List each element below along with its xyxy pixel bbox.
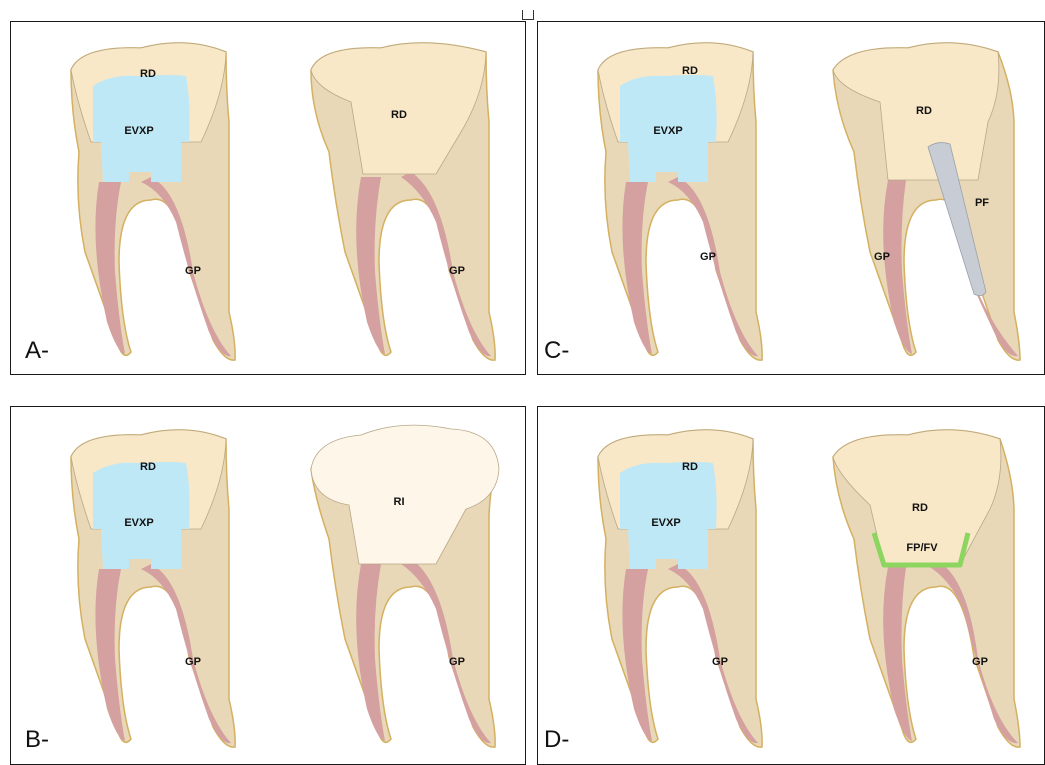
label-rd: RD: [916, 105, 932, 117]
label-rd: RD: [912, 502, 928, 514]
label-gp: GP: [874, 251, 890, 263]
evxp-fill: [620, 462, 717, 569]
tooth-left-evxp: RD EVXP GP: [598, 430, 762, 747]
label-evxp: EVXP: [653, 125, 682, 137]
label-pf: PF: [975, 197, 989, 209]
panel-b-figure: RD EVXP GP RI GP B-: [11, 407, 525, 764]
tooth-left-evxp: RD EVXP GP: [598, 43, 762, 360]
label-gp: GP: [712, 656, 728, 668]
panel-b: RD EVXP GP RI GP B-: [10, 406, 526, 765]
panel-d-figure: RD EVXP GP RD FP/FV GP D-: [538, 407, 1044, 764]
label-gp: GP: [185, 265, 201, 277]
tooth-right-fiber: RD FP/FV GP: [833, 430, 1020, 747]
tooth-right-ri: RI GP: [311, 425, 499, 747]
panel-c-figure: RD EVXP GP RD PF GP C-: [538, 22, 1044, 374]
label-gp: GP: [185, 656, 201, 668]
tooth-left-evxp: RD EVXP GP: [71, 43, 235, 360]
panel-d: RD EVXP GP RD FP/FV GP D-: [537, 406, 1045, 765]
label-gp: GP: [972, 656, 988, 668]
tooth-left-evxp: RD EVXP GP: [71, 430, 235, 747]
label-gp: GP: [700, 251, 716, 263]
corner-mark: [522, 10, 534, 20]
label-gp: GP: [449, 265, 465, 277]
label-rd: RD: [140, 68, 156, 80]
label-evxp: EVXP: [651, 517, 680, 529]
tooth-right-restored: RD GP: [311, 43, 495, 360]
panel-c-label: C-: [544, 337, 569, 364]
evxp-fill: [93, 462, 190, 569]
panel-a-figure: RD EVXP GP RD GP A-: [11, 22, 525, 374]
label-gp: GP: [449, 656, 465, 668]
label-rd: RD: [140, 461, 156, 473]
panel-c: RD EVXP GP RD PF GP C-: [537, 21, 1045, 375]
panel-a-label: A-: [25, 337, 49, 364]
label-ri: RI: [394, 496, 405, 508]
panel-b-label: B-: [25, 726, 49, 753]
label-rd: RD: [682, 65, 698, 77]
label-fp-fv: FP/FV: [906, 542, 938, 554]
panel-a: RD EVXP GP RD GP A-: [10, 21, 526, 375]
label-rd: RD: [391, 109, 407, 121]
label-rd: RD: [682, 461, 698, 473]
label-evxp: EVXP: [124, 125, 153, 137]
label-evxp: EVXP: [124, 517, 153, 529]
tooth-right-post: RD PF GP: [833, 43, 1020, 360]
panel-d-label: D-: [544, 726, 569, 753]
